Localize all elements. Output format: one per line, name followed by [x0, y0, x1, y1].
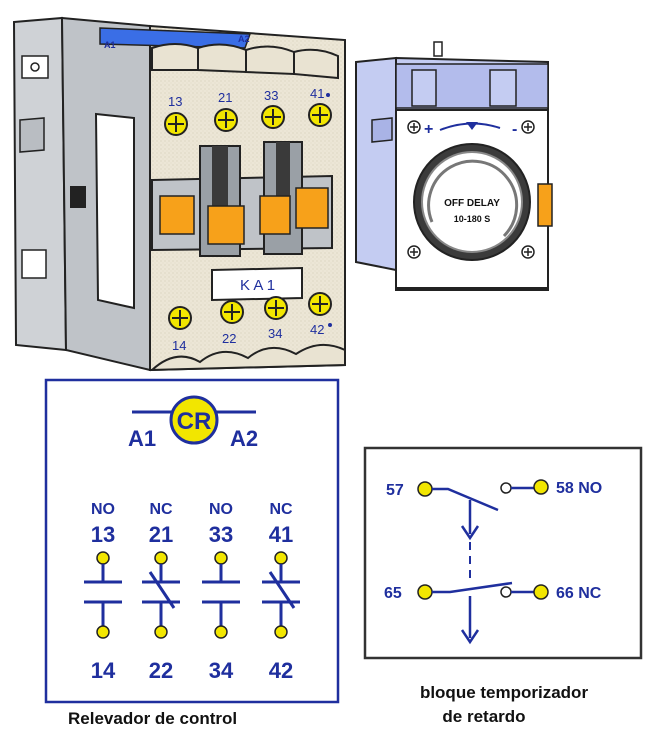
- relay-symbol-box: CR A1 A2 NO 13 14 NC 21 22 NO 33 3: [44, 378, 340, 704]
- timer-dial-text-range: 10-180 S: [454, 214, 491, 224]
- relay-contact-bottom-number: 22: [149, 658, 173, 683]
- contactor-label-41: 41: [310, 86, 324, 101]
- timer-caption-line1: bloque temporizador: [420, 683, 589, 702]
- relay-coil-a1: A1: [128, 426, 156, 451]
- contactor-terminal-14: [168, 306, 192, 330]
- contactor-terminal-33: [261, 105, 285, 129]
- timer-caption-line2: de retardo: [442, 707, 525, 726]
- timer-plus-sign: +: [424, 121, 433, 138]
- relay-contact-top-number: 33: [209, 522, 233, 547]
- relay-contact-type: NC: [149, 501, 173, 518]
- relay-coil-a2: A2: [230, 426, 258, 451]
- contactor-label-22: 22: [222, 331, 236, 346]
- contactor-terminal-13: [164, 112, 188, 136]
- contactor-terminal-34: [264, 296, 288, 320]
- relay-contact-top-number: 13: [91, 522, 115, 547]
- contactor-terminal-41: [308, 103, 332, 127]
- relay-contact-top-number: 21: [149, 522, 173, 547]
- relay-caption: Relevador de control: [68, 709, 237, 728]
- relay-contact-33-34: NO 33 34: [202, 501, 240, 683]
- contactor-terminal-22: [220, 300, 244, 324]
- relay-contact-type: NO: [209, 501, 233, 518]
- contactor-label-13: 13: [168, 94, 182, 109]
- relay-contact-bottom-number: 42: [269, 658, 293, 683]
- timer-terminal-66-nc: 66 NC: [556, 585, 602, 602]
- timer-terminal-57: 57: [386, 482, 404, 499]
- contactor-terminal-42: [308, 292, 332, 316]
- contactor-label-14: 14: [172, 338, 186, 353]
- contactor-illustration: A1 A2 13 21 33 41: [12, 16, 346, 372]
- relay-coil-label: CR: [177, 408, 212, 435]
- contactor-label-21: 21: [218, 90, 232, 105]
- timer-symbol-box: 57 58 NO 65 66 NC: [363, 446, 643, 660]
- relay-contact-type: NO: [91, 501, 115, 518]
- contactor-label-33: 33: [264, 88, 278, 103]
- contactor-label-42: 42: [310, 322, 324, 337]
- timer-terminal-65: 65: [384, 585, 402, 602]
- relay-contact-type: NC: [269, 501, 293, 518]
- relay-contact-bottom-number: 34: [209, 658, 234, 683]
- relay-contact-bottom-number: 14: [91, 658, 116, 683]
- timer-terminal-58-no: 58 NO: [556, 480, 602, 497]
- relay-contact-13-14: NO 13 14: [84, 501, 122, 683]
- relay-contact-top-number: 41: [269, 522, 293, 547]
- relay-contact-21-22: NC 21 22: [142, 501, 180, 683]
- contactor-label-34: 34: [268, 326, 282, 341]
- contactor-label-plate: K A 1: [240, 277, 275, 294]
- timer-module-illustration: + - OFF DELAY 10-180 S: [355, 41, 553, 291]
- svg-text:A2: A2: [238, 34, 250, 44]
- timer-dial-text-off-delay: OFF DELAY: [444, 198, 500, 209]
- relay-contact-41-42: NC 41 42: [262, 501, 300, 683]
- contactor-terminal-21: [214, 108, 238, 132]
- timer-minus-sign: -: [512, 121, 517, 138]
- svg-text:A1: A1: [104, 40, 116, 50]
